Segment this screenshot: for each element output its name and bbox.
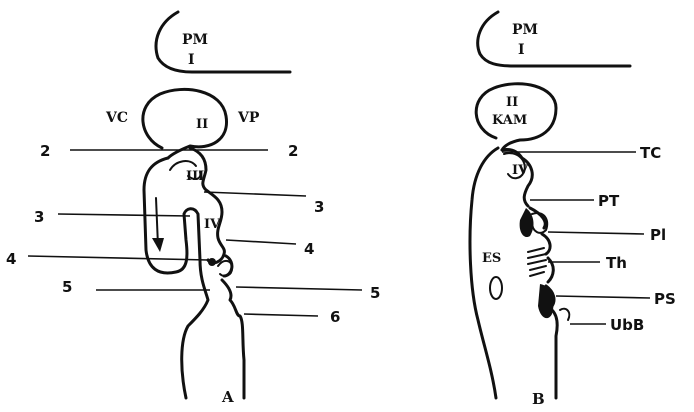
panel-a-marker-4-right: 4	[304, 240, 314, 258]
panel-b-numeral-iv: IV	[512, 163, 529, 178]
panel-a-numeral-iv: IV	[204, 217, 221, 232]
panel-a-vc-label: VC	[105, 110, 128, 126]
panel-b-label-tc: TC	[640, 144, 661, 162]
panel-a-marker-6: 6	[330, 308, 340, 326]
panel-a-leader-3r	[204, 192, 306, 196]
panel-b-numeral-ii: II	[506, 95, 518, 110]
panel-b-es-oval	[490, 277, 502, 299]
panel-a-marker-2-right: 2	[288, 142, 298, 160]
panel-a-leader-4l	[28, 256, 208, 260]
panel-a-knob	[208, 258, 216, 266]
panel-a-leader-3l	[58, 214, 190, 216]
panel-b-pm-numeral: I	[518, 42, 525, 58]
panel-a-caption: A	[221, 388, 234, 406]
panel-b-label-pt: PT	[598, 192, 620, 210]
panel-a-marker-3-left: 3	[34, 208, 44, 226]
panel-a-body-right	[190, 148, 244, 398]
panel-b-pm-label: PM	[512, 22, 538, 38]
panel-a-arrow-head	[152, 238, 164, 252]
panel-b-kam-label: KAM	[492, 113, 527, 128]
panel-b-label-ubb: UbB	[610, 316, 644, 334]
panel-a: PM I II VC VP III IV 2 2 3 3 4 4	[6, 12, 380, 406]
panel-b-label-ps: PS	[654, 290, 676, 308]
panel-b-es-label: ES	[482, 251, 501, 266]
panel-b-leader-ps	[556, 296, 650, 298]
panel-b-caption: B	[532, 390, 545, 408]
panel-a-marker-4-left: 4	[6, 250, 16, 268]
panel-a-marker-2-left: 2	[40, 142, 50, 160]
panel-b-body-right	[502, 149, 557, 398]
panel-b-label-pl: Pl	[650, 226, 666, 244]
panel-a-pm-numeral: I	[188, 52, 195, 68]
panel-a-numeral-ii: II	[196, 117, 208, 132]
panel-a-pm-outline	[156, 12, 290, 72]
panel-a-numeral-iii: III	[186, 169, 204, 184]
panel-b-pm-outline	[478, 12, 630, 66]
panel-a-body-left	[144, 158, 208, 398]
panel-b-ubb-loop	[560, 309, 569, 320]
panel-a-marker-5-left: 5	[62, 278, 72, 296]
panel-a-marker-5-right: 5	[370, 284, 380, 302]
panel-a-loop	[218, 261, 232, 276]
panel-b-th-stripes	[528, 248, 546, 276]
panel-a-marker-3-right: 3	[314, 198, 324, 216]
panel-b-label-th: Th	[606, 254, 627, 272]
panel-a-vp-label: VP	[237, 110, 260, 126]
panel-b: PM I II KAM IV ES TC PT Pl Th PS Ub	[470, 12, 676, 408]
panel-b-body-left	[470, 148, 498, 398]
panel-a-leader-6	[244, 314, 318, 316]
panel-a-leader-4r	[226, 240, 296, 244]
panel-a-leader-5r	[236, 287, 362, 290]
panel-a-pouch-ii	[143, 89, 227, 158]
panel-b-leader-pl	[548, 232, 644, 234]
panel-a-pm-label: PM	[182, 32, 208, 48]
